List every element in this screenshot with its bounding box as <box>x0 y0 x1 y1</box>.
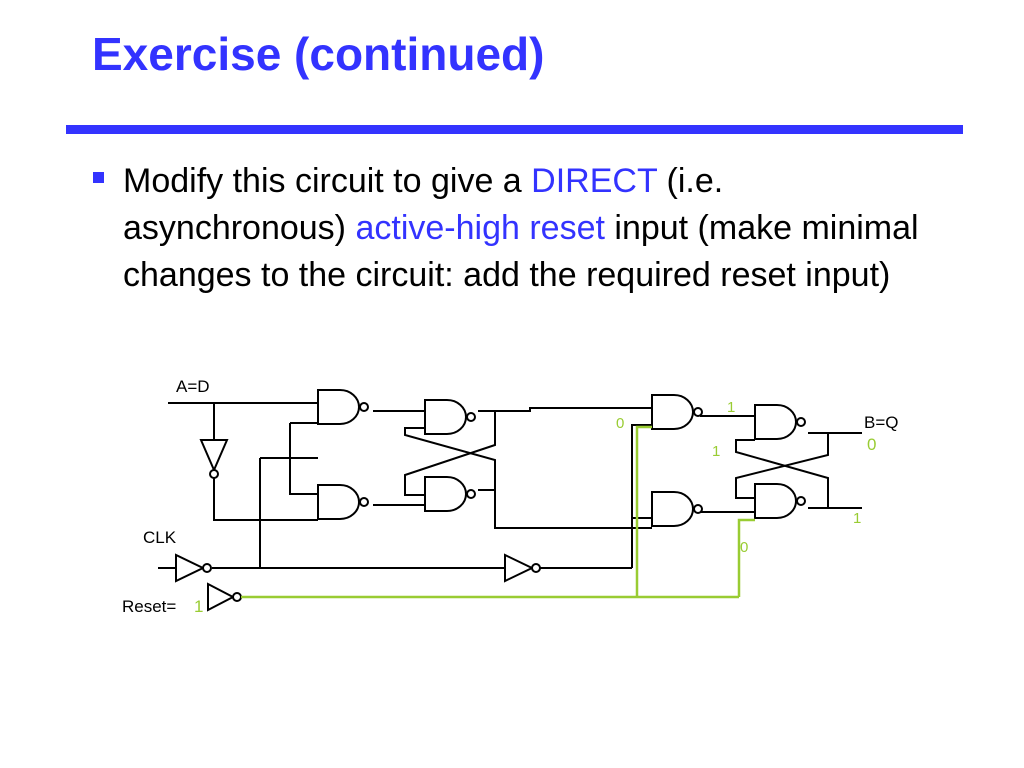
bullet-text-1: Modify this circuit to give a <box>123 162 532 200</box>
slave-latch-nand-bottom <box>754 483 806 519</box>
clk-label: CLK <box>143 528 177 547</box>
clk-inverter-bubble <box>202 563 212 573</box>
output-b-label: B=Q <box>864 413 899 432</box>
slave-top-output-value: 1 <box>727 399 735 416</box>
master-latch-nand-bottom <box>424 476 476 512</box>
reset-inverter-icon <box>207 582 236 612</box>
reset-wires <box>241 425 755 599</box>
circuit-wires <box>158 402 862 569</box>
slave-reset-input-value: 0 <box>740 539 748 556</box>
data-inverter-bubble <box>209 469 219 479</box>
slave-top-input-value: 0 <box>616 415 624 432</box>
bullet-text-3: input (make minimal changes to the circu… <box>123 209 919 294</box>
master-latch-nand-top <box>424 399 476 435</box>
slide-title: Exercise (continued) <box>92 28 545 80</box>
output-b-value: 0 <box>867 435 876 454</box>
master-input-nand-bottom <box>317 484 369 520</box>
reset-label: Reset= <box>122 597 176 616</box>
bullet-item: Modify this circuit to give a DIRECT (i.… <box>93 158 933 299</box>
master-input-nand-top <box>317 389 369 425</box>
slave-bottom-output-value: 1 <box>853 510 861 527</box>
clk-second-inverter-bubble <box>531 563 541 573</box>
reset-inverter-bubble <box>232 592 242 602</box>
slave-input-nand-bottom <box>651 491 703 527</box>
input-a-label: A=D <box>176 377 210 396</box>
clk-inverter-icon <box>175 553 206 583</box>
clk-second-inverter-icon <box>504 553 535 583</box>
title-underline <box>66 125 963 134</box>
slave-latch-nand-top <box>754 404 806 440</box>
slave-input-nand-top <box>651 394 703 430</box>
bullet-list: Modify this circuit to give a DIRECT (i.… <box>93 158 933 299</box>
bullet-highlight-reset: active-high reset <box>355 209 605 247</box>
reset-value: 1 <box>194 597 203 616</box>
slave-mid-value: 1 <box>712 443 720 460</box>
data-inverter-icon <box>199 439 229 473</box>
bullet-highlight-direct: DIRECT <box>531 162 658 200</box>
bullet-text-2: (i.e. asynchronous) <box>123 162 724 247</box>
square-bullet-icon <box>93 172 104 183</box>
